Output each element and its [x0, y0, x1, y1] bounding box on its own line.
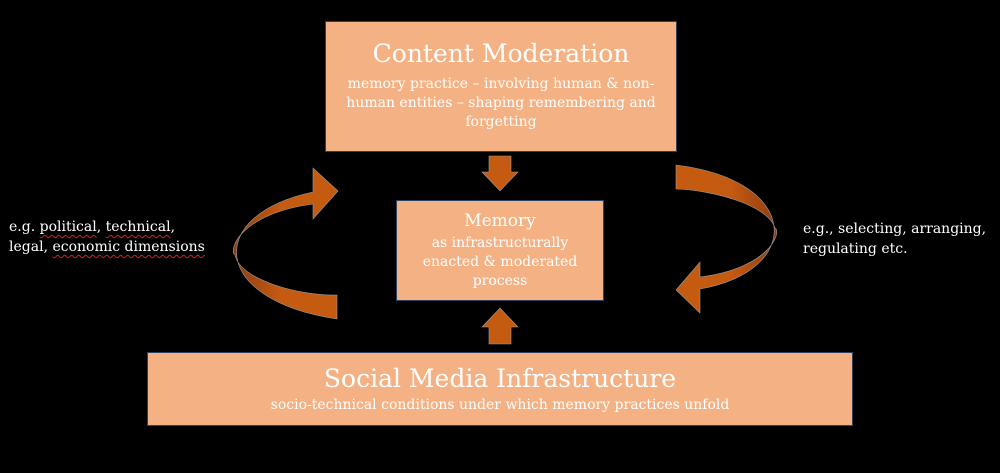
- up-arrow: [481, 307, 519, 345]
- right-annotation: e.g., selecting, arranging, regulating e…: [803, 221, 987, 257]
- left-annotation-separator: ,: [96, 219, 106, 235]
- content-moderation-box: Content Moderation memory practice – inv…: [325, 21, 677, 152]
- content-moderation-description: memory practice – involving human & non-…: [346, 76, 656, 130]
- right-curved-arrow: [675, 164, 777, 314]
- left-curved-arrow: [233, 167, 339, 320]
- memory-title: Memory: [464, 211, 536, 231]
- left-annotation-word-legal: legal: [9, 239, 44, 255]
- social-media-infrastructure-title: Social Media Infrastructure: [323, 363, 677, 393]
- down-arrow: [481, 155, 519, 192]
- social-media-infrastructure-box: Social Media Infrastructure socio-techni…: [147, 352, 853, 426]
- social-media-infrastructure-description: socio-technical conditions under which m…: [270, 396, 730, 413]
- left-annotation-word-economic-dimensions: economic dimensions: [52, 239, 205, 255]
- memory-box: Memory as infrastructurally enacted & mo…: [396, 200, 604, 301]
- left-annotation-separator: ,: [170, 219, 176, 235]
- left-annotation-prefix: e.g.: [9, 219, 40, 235]
- left-annotation: e.g. political, technical,legal, economi…: [9, 217, 219, 257]
- left-annotation-word-political: political: [39, 219, 97, 235]
- left-annotation-separator: ,: [43, 239, 53, 255]
- left-annotation-word-technical: technical: [105, 219, 171, 235]
- content-moderation-title: Content Moderation: [372, 39, 630, 68]
- memory-description: as infrastructurally enacted & moderated…: [422, 235, 578, 289]
